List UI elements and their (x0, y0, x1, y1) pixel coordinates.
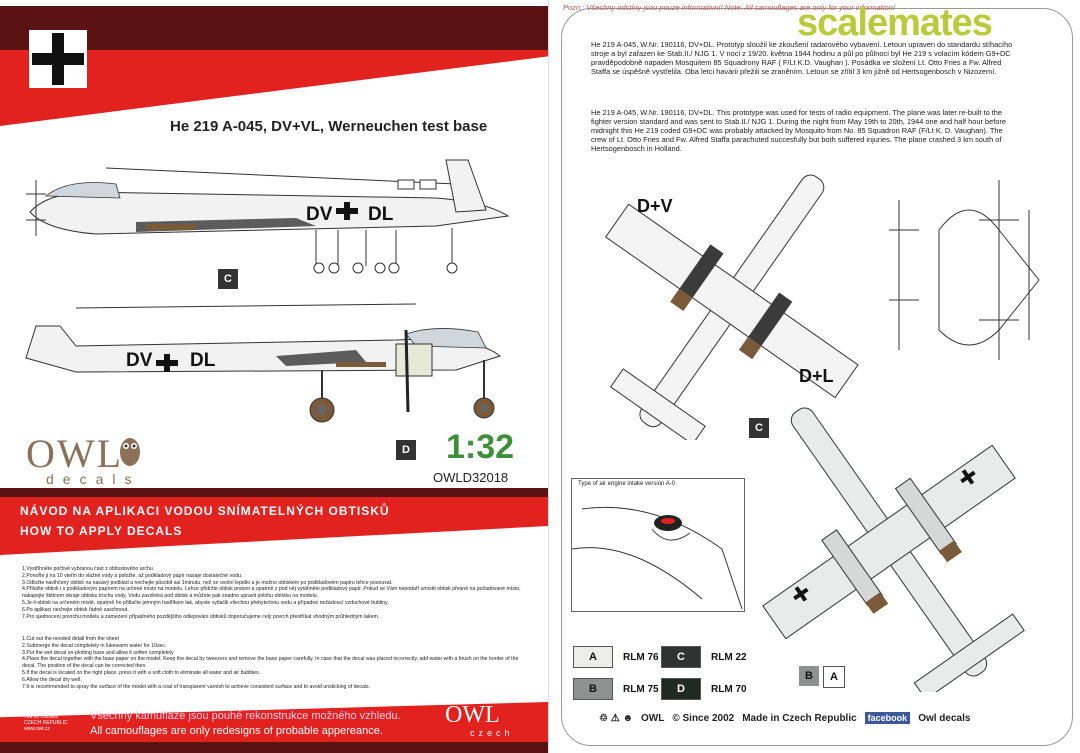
address-line: 736 01 Ostrava (24, 714, 59, 720)
intake-caption: Type of air engine intake version A-0 (578, 481, 676, 487)
address-line: PETR HOSTA (24, 702, 56, 708)
footer-owl: OWL (641, 712, 665, 724)
fuselage-code-right: DL (368, 204, 394, 225)
legend-name-b: RLM 75 (623, 683, 659, 695)
legend-name-a: RLM 76 (623, 651, 659, 663)
color-note: Pozn.: Všechny odstíny jsou pouze inform… (563, 3, 895, 12)
bottom-view (762, 407, 1025, 692)
fuselage-code-lower-left: DV (126, 350, 153, 371)
instruction-en-2: 2.Submerge the decal completely in lukew… (22, 642, 167, 649)
address-line: www.owl.cz (24, 726, 50, 732)
right-frame (561, 8, 1073, 746)
paint-label-d: D (396, 440, 416, 460)
instruction-cz-3: 3.Odložte navlhčený obtisk na nasávý pod… (22, 579, 393, 586)
instruction-cz-4: 4.Přiložte obtisk i s podkladovým papíre… (22, 586, 521, 600)
aircraft-title: He 219 A-045, DV+VL, Werneuchen test bas… (170, 118, 488, 135)
paint-label-c: C (218, 269, 238, 289)
instruction-cz-5: 5.Je-li obtisk na určeném místě, opatrně… (22, 599, 389, 606)
owl-logo-text: OWL (26, 431, 124, 476)
swatch-c: C (661, 646, 701, 668)
product-code: OWLD32018 (433, 470, 509, 485)
legend-rlm76: A RLM 76 (573, 646, 659, 668)
footer-owl-logo: OWL (445, 702, 500, 728)
antenna-detail (889, 180, 1040, 360)
instruction-cz-1: 1.Vystřihněte počtivě vybranou část z ob… (22, 566, 155, 572)
description-en: He 219 A-045, W.Nr. 190116, DV+DL. This … (591, 108, 1006, 153)
top-wing-code-left: D+V (637, 196, 673, 216)
footer-since: © Since 2002 (672, 712, 735, 724)
howto-title-cz: NÁVOD NA APLIKACI VODOU SNÍMATELNÝCH OBT… (20, 504, 390, 518)
header-dark-stripe (0, 6, 548, 50)
legend-rlm70: D RLM 70 (661, 678, 747, 700)
legend-name-c: RLM 22 (711, 651, 747, 663)
instruction-en-4: 4.Place the decal together with the base… (22, 656, 519, 670)
footer-made: Made in Czech Republic (742, 712, 857, 724)
right-footer: ♲ ⚠ ☻ OWL © Since 2002 Made in Czech Rep… (599, 712, 970, 724)
swatch-b: B (573, 678, 613, 700)
instruction-en-7: 7.It is recommended to spray the surface… (22, 683, 371, 690)
paint-label-c-right: C (749, 418, 769, 438)
footer-disclaimer-en: All camouflages are only redesigns of pr… (90, 725, 383, 737)
owl-logo: OWL decals (26, 430, 140, 487)
facebook-icon[interactable]: facebook (864, 712, 911, 724)
side-view-port (26, 159, 510, 274)
instruction-en-6: 6.Allow the decal dry well. (22, 676, 82, 683)
paint-label-a-right: A (823, 666, 845, 688)
footer-dark-stripe (0, 742, 548, 753)
right-sheet: Pozn.: Všechny odstíny jsou pouze inform… (548, 0, 1080, 753)
address-line: CZECH REPUBLIC (24, 720, 68, 726)
scale-label: 1:32 (446, 428, 515, 466)
legend-rlm75: B RLM 75 (573, 678, 659, 700)
swatch-d: D (661, 678, 701, 700)
address-line: Brezinova 8 (24, 708, 51, 714)
legend-name-d: RLM 70 (711, 683, 747, 695)
paint-label-b-right: B (799, 666, 819, 686)
footer-address: PETR HOSTA Brezinova 8 736 01 Ostrava CZ… (24, 702, 68, 732)
owl-bird-icon (120, 438, 140, 466)
intake-detail-box: Type of air engine intake version A-0 (571, 478, 745, 612)
instruction-cz-6: 6.Po aplikaci nechejte obtisk řádně zasc… (22, 606, 129, 613)
top-view (605, 174, 859, 440)
footer-owl-logo-sub: czech (470, 728, 514, 738)
instruction-cz-2: 2.Ponořte ji na 10 vteřin do vlažné vody… (22, 572, 243, 579)
top-wing-code-right: D+L (799, 366, 834, 386)
howto-dark-stripe (0, 488, 548, 498)
footer-owl-decals[interactable]: Owl decals (918, 712, 971, 724)
instruction-en-3: 3.Put the wet decal on-plotting base and… (22, 649, 174, 656)
legend-rlm22: C RLM 22 (661, 646, 747, 668)
instruction-cz-7: 7.Pro sjednocení povrchu modelu a zameze… (22, 613, 380, 620)
howto-title-en: HOW TO APPLY DECALS (20, 524, 183, 538)
description-cz: He 219 A-045, W.Nr. 190116, DV+DL. Proto… (591, 40, 1013, 76)
footer-disclaimer-cz: Všechny kamufláže jsou pouhé rekonstrukc… (90, 710, 401, 722)
owl-logo-subtext: decals (46, 471, 141, 487)
intake-detail-drawing (572, 506, 743, 609)
watermark: scalemates (797, 2, 993, 44)
left-sheet: He 219 A-045, DV+VL, Werneuchen test bas… (0, 6, 548, 753)
balkenkreuz-icon (29, 30, 87, 88)
recycle-icon: ♲ ⚠ ☻ (599, 712, 634, 724)
fuselage-code-lower-right: DL (190, 350, 216, 371)
instructions-cz: 1.Vystřihněte počtivě vybranou část z ob… (22, 566, 522, 620)
instruction-en-5: 5.If the decal is located on the right p… (22, 669, 261, 676)
instructions-en: 1.Cut out the needed detail from the she… (22, 636, 522, 690)
fuselage-code-left: DV (306, 204, 333, 225)
instruction-en-1: 1.Cut out the needed detail from the she… (22, 636, 119, 642)
side-view-starboard (25, 303, 502, 423)
swatch-a: A (573, 646, 613, 668)
